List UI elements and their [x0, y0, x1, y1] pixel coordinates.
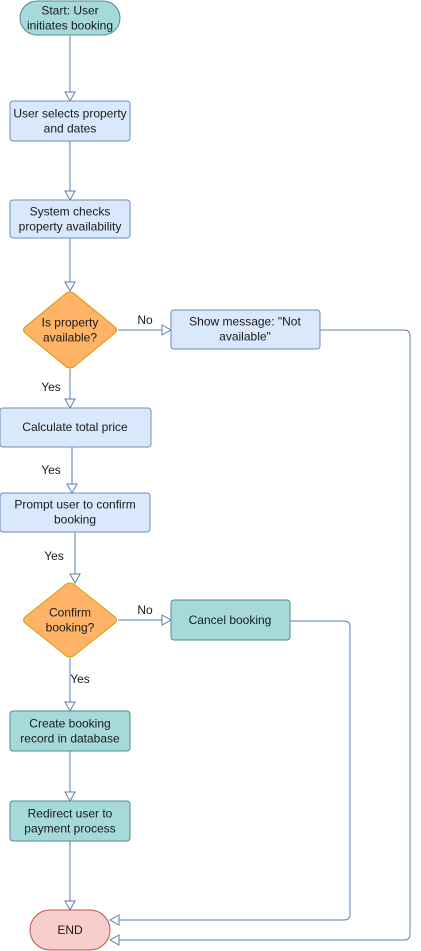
label-price-yes: Yes	[41, 463, 61, 477]
label-prompt-yes: Yes	[44, 549, 64, 563]
arrowhead-select	[64, 91, 76, 103]
arrowhead-redirect	[64, 791, 76, 803]
start-terminator-shape	[19, 0, 121, 36]
redirect-payment-label-line-2: payment process	[24, 822, 115, 836]
label-confirm-yes: Yes	[70, 672, 90, 686]
check-availability-box	[9, 199, 131, 239]
arrowhead-show-message	[161, 324, 173, 336]
end-label: END	[57, 923, 83, 937]
label-available-no: No	[137, 313, 153, 327]
redirect-payment-label-line-1: Redirect user to	[28, 807, 113, 821]
edge-labels: No Yes Yes Yes No Yes	[41, 313, 153, 686]
check-availability-label-line-2: property availability	[19, 220, 122, 234]
cancel-booking-box	[170, 599, 291, 641]
arrowhead-cancel	[161, 614, 173, 626]
end-node: END	[29, 909, 111, 951]
confirm-booking-diamond	[23, 582, 117, 658]
label-available-yes: Yes	[41, 380, 61, 394]
is-available-label-line-2: available?	[43, 331, 97, 345]
edges	[64, 36, 411, 946]
cancel-booking-label-line-1: Cancel booking	[189, 613, 272, 627]
calculate-price-box	[0, 407, 152, 448]
confirm-booking-label-line-2: booking?	[46, 621, 95, 635]
select-property-box	[9, 100, 131, 142]
cancel-booking-label: Cancel booking	[189, 613, 272, 627]
arrowhead-calculate	[64, 398, 76, 410]
arrowhead-end-from-message	[108, 934, 120, 946]
select-property-label-line-2: and dates	[44, 122, 97, 136]
arrowhead-decision-available	[64, 281, 76, 293]
confirm-booking-label-line-1: Confirm	[49, 606, 91, 620]
arrowhead-prompt	[66, 483, 78, 495]
start-label-line-1: Start: User	[41, 4, 98, 18]
prompt-confirm-label-line-2: booking	[54, 513, 96, 527]
calculate-price-label: Calculate total price	[22, 420, 128, 434]
is-available-diamond	[23, 291, 117, 369]
arrowhead-confirm	[69, 573, 81, 585]
label-confirm-no: No	[137, 603, 153, 617]
calculate-price-node: Calculate total price	[0, 407, 152, 448]
create-record-box	[9, 710, 131, 752]
show-not-available-box	[170, 309, 321, 350]
prompt-confirm-box	[0, 492, 151, 533]
is-available-label-line-1: Is property	[42, 316, 99, 330]
cancel-booking-node: Cancel booking	[170, 599, 291, 641]
start-label-line-2: initiates booking	[27, 19, 113, 33]
create-record-label-line-1: Create booking	[29, 717, 110, 731]
edge-message-to-end	[119, 329, 411, 941]
select-property-label-line-1: User selects property	[13, 107, 126, 121]
redirect-payment-box	[9, 800, 131, 842]
create-record-label-line-2: record in database	[20, 732, 120, 746]
prompt-confirm-label-line-1: Prompt user to confirm	[14, 498, 135, 512]
edge-cancel-to-end	[119, 620, 351, 921]
end-label-line-1: END	[57, 923, 83, 937]
arrowhead-create-record	[64, 701, 76, 713]
arrowhead-end-top	[64, 900, 76, 912]
show-not-available-label-line-2: available"	[219, 330, 271, 344]
end-terminator-shape	[29, 909, 111, 951]
show-not-available-label-line-1: Show message: "Not	[189, 315, 301, 329]
check-availability-label-line-1: System checks	[30, 205, 111, 219]
arrowhead-end-from-cancel	[108, 914, 120, 926]
arrowhead-check	[64, 190, 76, 202]
calculate-price-label-line-1: Calculate total price	[22, 420, 128, 434]
